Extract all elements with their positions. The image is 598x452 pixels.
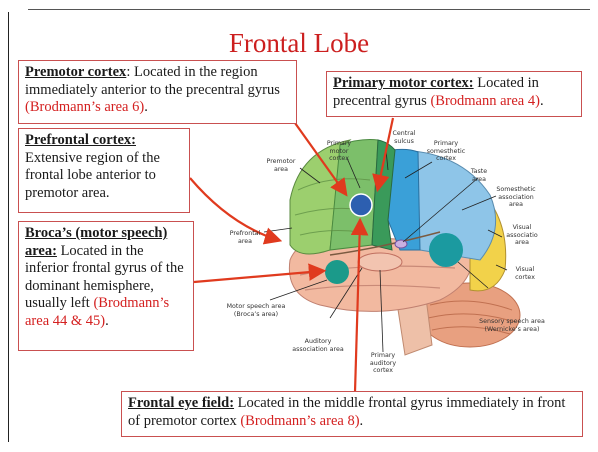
label-auditory-association-area: Auditory association area (290, 338, 346, 353)
broca-area-box: Broca’s (motor speech) area: Located in … (18, 221, 194, 351)
label-primary-motor-cortex: Primary motor cortex (326, 140, 352, 163)
eye-field-heading: Frontal eye field: (128, 395, 234, 411)
frontal-eye-field-spot (350, 194, 372, 216)
label-central-sulcus: Central sulcus (390, 130, 418, 145)
prefrontal-text: Extensive region of the frontal lobe ant… (25, 150, 183, 203)
label-motor-speech-area: Motor speech area (Broca’s area) (222, 303, 290, 318)
premotor-ref: (Brodmann’s area 6) (25, 99, 144, 115)
primary-motor-cortex-box: Primary motor cortex: Located in precent… (326, 71, 582, 117)
label-primary-auditory-cortex: Primary auditory cortex (360, 352, 406, 375)
eye-field-ref: (Brodmann’s area 8) (240, 413, 359, 429)
label-premotor-area: Premotor area (263, 158, 299, 173)
prefrontal-heading: Prefrontal cortex: (25, 132, 183, 150)
auditory-cortex-spot (358, 253, 402, 271)
premotor-tail: . (144, 99, 148, 115)
frontal-eye-field-box: Frontal eye field: Located in the middle… (121, 391, 583, 437)
label-sensory-speech-area: Sensory speech area (Wernicke’s area) (472, 318, 552, 333)
broca-tail: . (105, 313, 109, 329)
taste-area-spot (395, 240, 407, 248)
label-primary-somesthetic-cortex: Primary somesthetic cortex (426, 140, 466, 163)
primary-motor-tail: . (540, 93, 544, 109)
wernicke-area-spot (429, 233, 463, 267)
label-somesthetic-association-area: Somesthetic association area (493, 186, 539, 209)
broca-area-spot (325, 260, 349, 284)
label-taste-area: Taste area (466, 168, 492, 183)
primary-motor-heading: Primary motor cortex: (333, 75, 474, 91)
prefrontal-cortex-box: Prefrontal cortex: Extensive region of t… (18, 128, 190, 213)
primary-motor-ref: (Brodmann area 4) (430, 93, 540, 109)
label-visual-cortex: Visual cortex (508, 266, 542, 281)
label-visual-association-area: Visual associatio area (502, 224, 542, 247)
premotor-cortex-box: Premotor cortex: Located in the region i… (18, 60, 297, 124)
premotor-heading: Premotor cortex (25, 64, 126, 80)
label-prefrontal-area: Prefrontal area (226, 230, 264, 245)
eye-field-tail: . (360, 413, 364, 429)
